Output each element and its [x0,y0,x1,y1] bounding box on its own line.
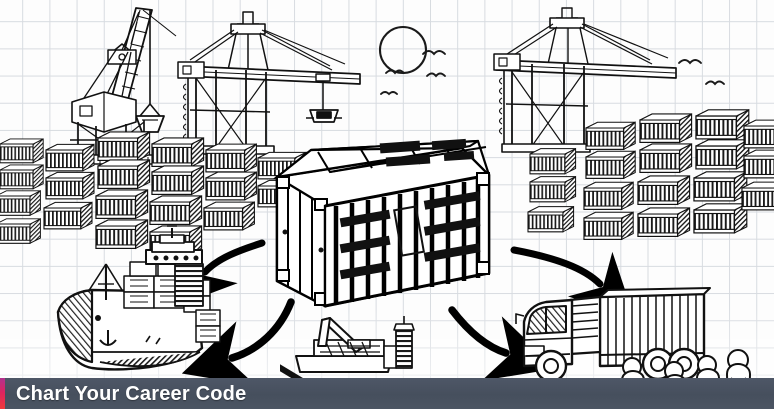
cargo-ship [56,225,221,371]
bottom-banner: Chart Your Career Code [0,378,774,409]
arrow-to-truck-lower [448,306,557,381]
birds [380,50,725,96]
gantry-crane-center [177,11,361,155]
sun-icon [378,25,428,75]
banner-title: Chart Your Career Code [16,382,247,405]
bottom-white-strip [0,409,774,420]
crane-barge [295,316,415,373]
arrow-to-truck-upper [510,246,635,319]
gantry-crane-right [493,7,677,153]
arrow-to-ship-lower [181,298,295,386]
central-container [273,138,491,420]
banner-accent-bar [0,378,5,409]
arrow-to-ship-upper [171,239,266,308]
